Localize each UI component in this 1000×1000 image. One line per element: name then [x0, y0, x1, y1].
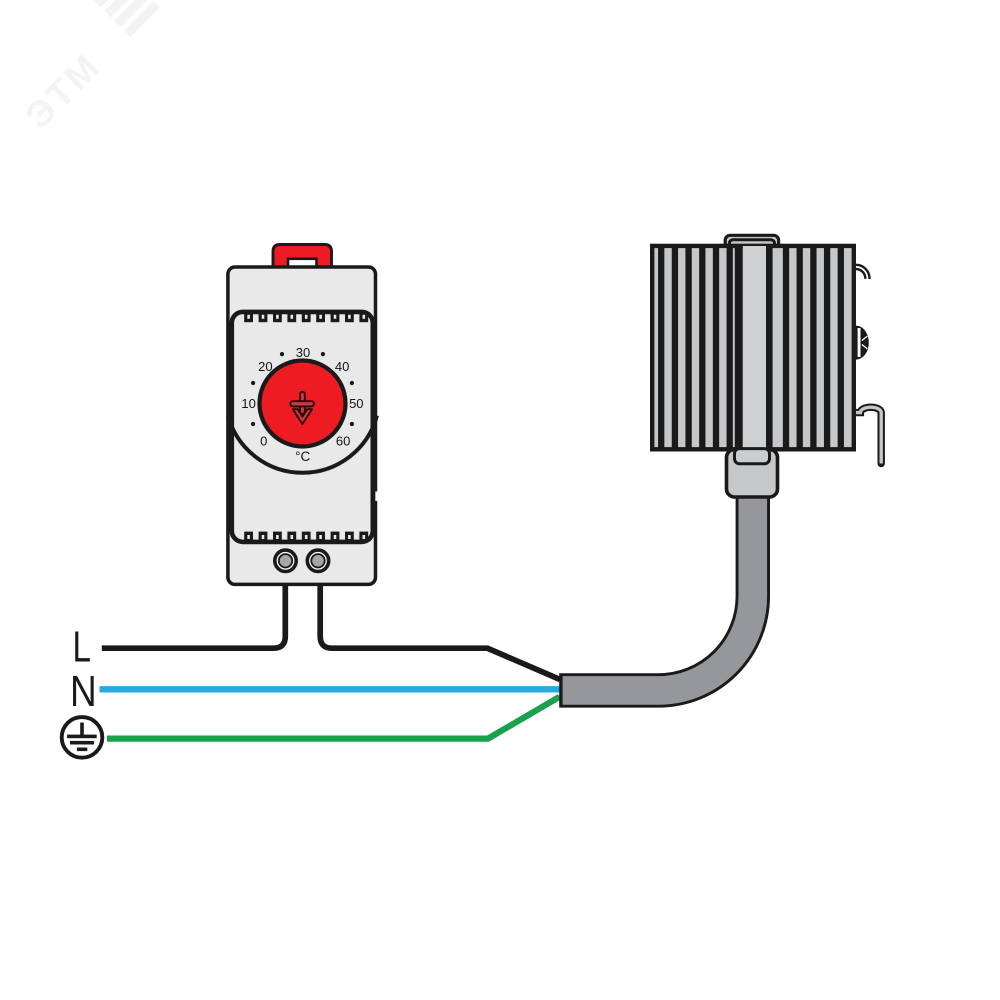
svg-text:40: 40	[335, 359, 349, 374]
svg-text:20: 20	[258, 359, 272, 374]
svg-text:50: 50	[349, 396, 363, 411]
svg-text:30: 30	[296, 345, 310, 360]
svg-text:60: 60	[336, 433, 350, 448]
svg-text:°C: °C	[295, 449, 310, 464]
svg-text:10: 10	[241, 396, 255, 411]
svg-text:0: 0	[260, 433, 267, 448]
svg-text:L: L	[73, 623, 92, 672]
svg-text:N: N	[70, 667, 97, 716]
